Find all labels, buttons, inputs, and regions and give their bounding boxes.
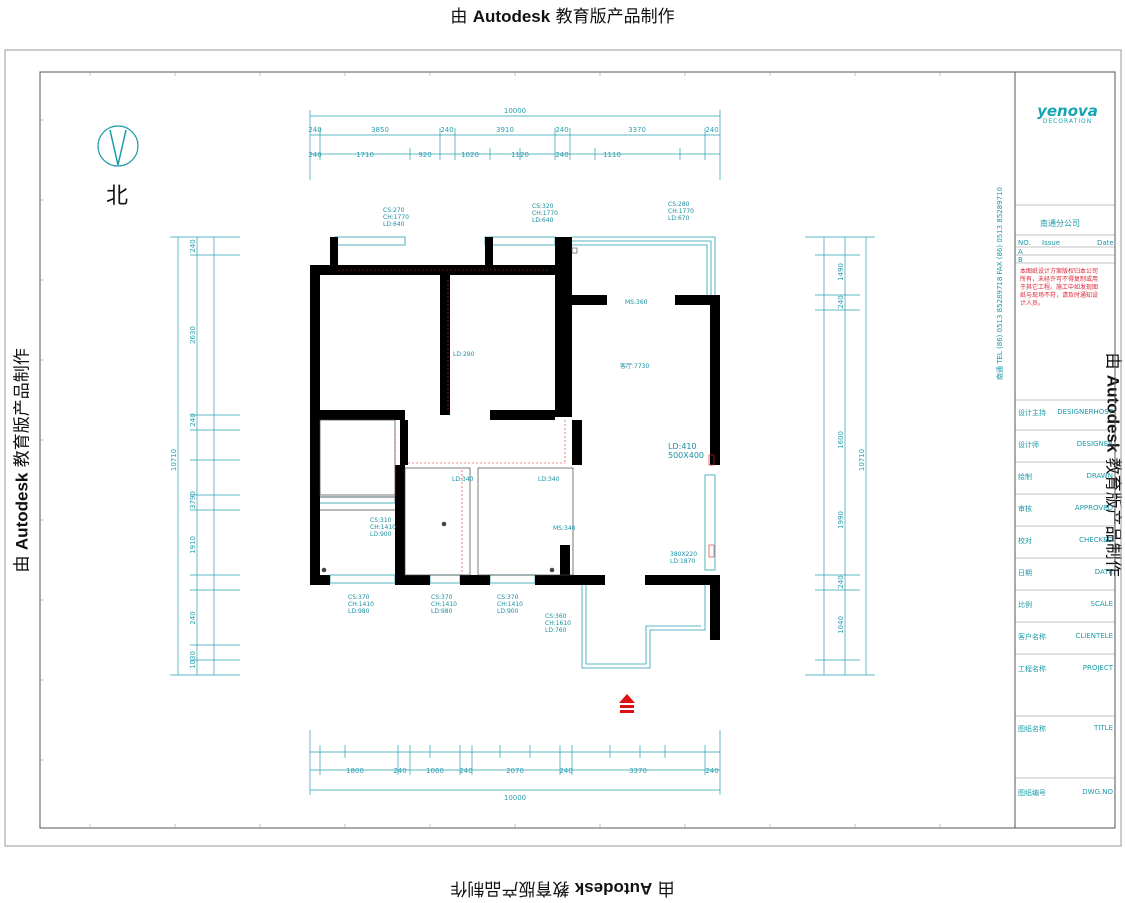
dim-left: 1910 (189, 536, 197, 554)
branch-name: 南通分公司 (1040, 218, 1080, 229)
dim-top-1: 240 (705, 126, 718, 134)
dim-right: 1600 (837, 431, 845, 449)
dim-top-2: 1120 (511, 151, 529, 159)
dim-right: 1990 (837, 511, 845, 529)
dim-left: 3790 (189, 491, 197, 509)
title-block-row-en: DESIGNERHOST (1057, 408, 1113, 416)
dim-top-2: 1710 (356, 151, 374, 159)
dim-right: 1040 (837, 616, 845, 634)
dim-bottom-1: 240 (559, 767, 572, 775)
rev-mark-a: A (1018, 248, 1023, 256)
dim-bottom-1: 240 (459, 767, 472, 775)
room-label-dining: MS:340 (553, 525, 575, 532)
dim-right: 240 (837, 295, 845, 308)
title-block-row-label: 日期 (1018, 568, 1032, 578)
rev-no-header: NO. (1018, 239, 1031, 247)
title-block-row-label: 工程名称 (1018, 664, 1046, 674)
dim-top-2: 240 (308, 151, 321, 159)
dim-left: 240 (189, 413, 197, 426)
dim-right: 1490 (837, 263, 845, 281)
title-block-row-en: CHECKED (1079, 536, 1113, 544)
dim-top-1: 240 (440, 126, 453, 134)
title-block-row-en: DRAWN (1086, 472, 1113, 480)
company-phone-vertical: 南通 TEL (86) 0513 85289718 FAX (86) 0513 … (995, 187, 1005, 380)
dim-top-2: 1020 (461, 151, 479, 159)
dim-left-total: 10710 (170, 449, 178, 471)
title-block-row-en: APPROVED (1075, 504, 1113, 512)
dim-bottom-1: 1800 (346, 767, 364, 775)
title-block-row-label: 绘制 (1018, 472, 1032, 482)
entrance-arrow-icon (619, 694, 635, 713)
interior-lines (320, 420, 573, 575)
dim-right: 240 (837, 575, 845, 588)
title-block-row-label: 客户名称 (1018, 632, 1046, 642)
dim-top-1: 3850 (371, 126, 389, 134)
dim-top-1: 240 (555, 126, 568, 134)
title-block-row-label: 比例 (1018, 600, 1032, 610)
dim-left: 240 (189, 239, 197, 252)
title-block-row-en: DWG.NO (1082, 788, 1113, 796)
dim-left: 2630 (189, 326, 197, 344)
dim-top-1: 3910 (496, 126, 514, 134)
title-block-row-en: DESIGNER (1077, 440, 1113, 448)
rev-issue-header: Issue (1042, 239, 1060, 247)
dim-top-2: 1110 (603, 151, 621, 159)
title-block-frame (1015, 72, 1115, 828)
title-block-row-label: 图纸编号 (1018, 788, 1046, 798)
north-label: 北 (106, 178, 128, 210)
title-block-row-en: TITLE (1094, 724, 1113, 732)
dim-bottom-1: 3370 (629, 767, 647, 775)
title-block-row-label: 设计师 (1018, 440, 1039, 450)
room-label-hall: LD:340 (452, 476, 473, 483)
title-block-row-en: PROJECT (1083, 664, 1113, 672)
dim-left: 1030 (189, 651, 197, 669)
dim-top-2: 920 (418, 151, 431, 159)
room-label-living: 客厅:7730 (620, 361, 649, 370)
dim-bottom-1: 2070 (506, 767, 524, 775)
dim-bottom-1: 240 (393, 767, 406, 775)
dim-top-1: 240 (308, 126, 321, 134)
title-block-row-label: 审核 (1018, 504, 1032, 514)
rev-date-header: Date (1097, 239, 1114, 247)
title-block-row-en: DATE (1095, 568, 1113, 576)
rev-mark-b: B (1018, 256, 1023, 264)
dimension-lines (170, 110, 875, 795)
room-label-bedroom: LD:290 (453, 351, 474, 358)
dim-top-total: 10000 (504, 107, 526, 115)
sheet-outer-border (5, 50, 1121, 846)
title-block-row-en: SCALE (1091, 600, 1113, 608)
title-block-row-label: 图纸名称 (1018, 724, 1046, 734)
dim-right-total: 10710 (858, 449, 866, 471)
title-block-row-en: CLIENTELE (1075, 632, 1113, 640)
dim-bottom-total: 10000 (504, 794, 526, 802)
dim-top-1: 3370 (628, 126, 646, 134)
north-arrow-icon (98, 126, 138, 166)
dim-bottom-1: 240 (705, 767, 718, 775)
sheet-inner-border (40, 72, 1015, 828)
room-label-balcony: MS:360 (625, 299, 647, 306)
company-logo-sub: DECORATION (1030, 118, 1105, 125)
title-block-row-label: 校对 (1018, 536, 1032, 546)
dim-bottom-1: 1060 (426, 767, 444, 775)
dim-top-2: 240 (555, 151, 568, 159)
room-label-kitchen: LD:340 (538, 476, 559, 483)
copyright-notes: 本图纸设计方案版权归本公司所有，未经许可不得复制或用于其它工程。施工中如发现图纸… (1020, 268, 1100, 308)
dim-left: 240 (189, 611, 197, 624)
dimension-numbers: 10000 240 3850 240 3910 240 3370 240 240 1710 920 1… (170, 107, 866, 802)
title-block-row-label: 设计主持 (1018, 408, 1046, 418)
walls (310, 237, 720, 640)
